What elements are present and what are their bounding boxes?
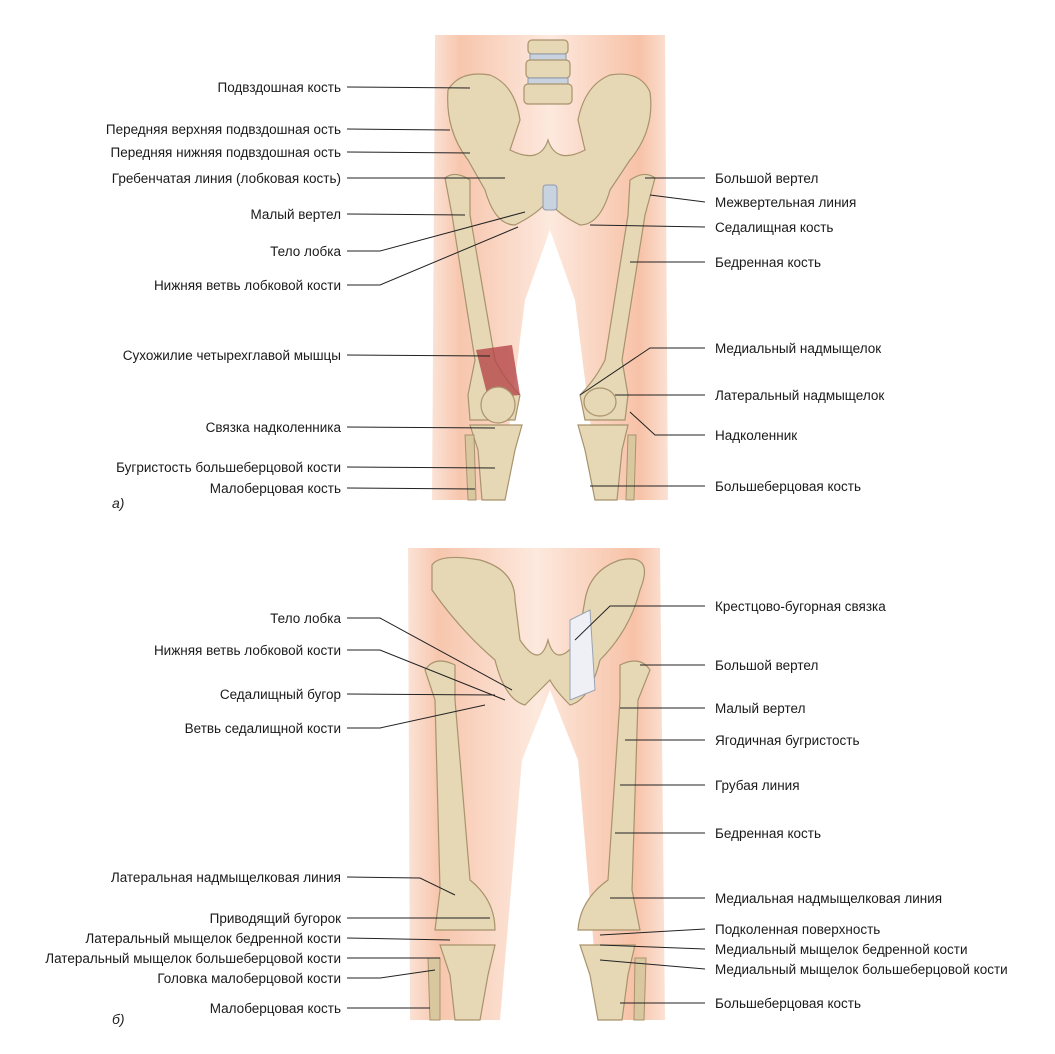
label-right: Малый вертел <box>715 701 806 716</box>
label-left: Латеральный мыщелок большеберцовой кости <box>45 951 341 966</box>
leader-line <box>346 876 456 896</box>
label-left: Малый вертел <box>251 207 342 222</box>
label-right: Подколенная поверхность <box>715 922 880 937</box>
label-right: Седалищная кость <box>715 220 833 235</box>
leader-line <box>346 128 451 131</box>
leader-line <box>346 354 491 357</box>
panel-letter: б) <box>112 1011 125 1027</box>
label-left: Связка надколенника <box>206 420 342 435</box>
label-right: Бедренная кость <box>715 826 821 841</box>
left-femur-back <box>577 660 651 931</box>
label-left: Передняя верхняя подвздошная ость <box>106 122 341 137</box>
leader-line <box>346 466 496 469</box>
label-left: Седалищный бугор <box>220 687 341 702</box>
tibia-left <box>577 424 629 501</box>
label-left: Тело лобка <box>270 244 341 259</box>
label-right: Грубая линия <box>715 778 800 793</box>
leader-line <box>347 211 526 252</box>
front-view-illustration <box>432 35 668 501</box>
leader-line <box>599 944 706 950</box>
leader-line <box>589 224 706 228</box>
left-femur <box>579 173 656 421</box>
label-left: Приводящий бугорок <box>210 911 341 926</box>
spine <box>523 39 573 105</box>
leader-line <box>347 969 436 979</box>
label-right: Медиальный мыщелок большеберцовой кости <box>715 962 1008 977</box>
label-left: Гребенчатая линия (лобковая кость) <box>112 171 341 186</box>
back-view-illustration <box>408 548 665 1021</box>
label-left: Головка малоберцовой кости <box>157 971 341 986</box>
leader-line <box>346 86 471 89</box>
pelvis <box>447 73 652 226</box>
label-right: Большой вертел <box>715 658 818 673</box>
leader-line <box>347 649 506 701</box>
leader-line <box>346 937 451 941</box>
panel-letter: а) <box>112 495 124 511</box>
leader-line <box>346 693 496 696</box>
label-left: Бугристость большеберцовой кости <box>116 460 341 475</box>
label-left: Малоберцовая кость <box>210 481 341 496</box>
label-left: Малоберцовая кость <box>210 1001 341 1016</box>
label-right: Латеральный надмыщелок <box>715 388 884 403</box>
leader-line <box>629 411 705 436</box>
leader-line <box>346 426 496 429</box>
label-right: Межвертельная линия <box>715 195 856 210</box>
label-right: Ягодичная бугристость <box>715 733 859 748</box>
leader-line <box>346 151 471 154</box>
right-femur-back <box>424 660 496 931</box>
label-left: Тело лобка <box>270 611 341 626</box>
label-right: Крестцово-бугорная связка <box>715 599 886 614</box>
label-right: Большеберцовая кость <box>715 996 861 1011</box>
leader-line <box>574 605 705 641</box>
leader-line <box>579 347 705 396</box>
leader-line <box>346 487 476 490</box>
label-left: Нижняя ветвь лобковой кости <box>154 278 341 293</box>
label-right: Бедренная кость <box>715 255 821 270</box>
leader-line <box>347 617 513 691</box>
label-right: Медиальная надмыщелковая линия <box>715 891 942 906</box>
label-left: Латеральная надмыщелковая линия <box>111 870 341 885</box>
leader-line <box>347 226 519 286</box>
label-left: Латеральный мыщелок бедренной кости <box>85 931 341 946</box>
leader-line <box>346 213 466 216</box>
label-left: Нижняя ветвь лобковой кости <box>154 643 341 658</box>
label-left: Сухожилие четырехглавой мышцы <box>123 348 341 363</box>
label-right: Медиальный надмыщелок <box>715 341 881 356</box>
label-right: Большой вертел <box>715 171 818 186</box>
label-right: Надколенник <box>715 428 797 443</box>
leader-line <box>599 959 706 970</box>
label-left: Ветвь седалищной кости <box>185 721 341 736</box>
quadriceps-tendon <box>476 345 520 398</box>
patella-a <box>480 386 516 424</box>
leader-line <box>347 704 486 729</box>
label-right: Большеберцовая кость <box>715 479 861 494</box>
label-left: Передняя нижняя подвздошная ость <box>110 145 341 160</box>
sacrotuberous-ligament <box>569 609 596 701</box>
label-right: Медиальный мыщелок бедренной кости <box>715 942 968 957</box>
leader-line <box>599 928 706 936</box>
leader-line <box>649 194 706 203</box>
tibia-right <box>469 424 523 501</box>
label-left: Подвздошная кость <box>218 80 341 95</box>
